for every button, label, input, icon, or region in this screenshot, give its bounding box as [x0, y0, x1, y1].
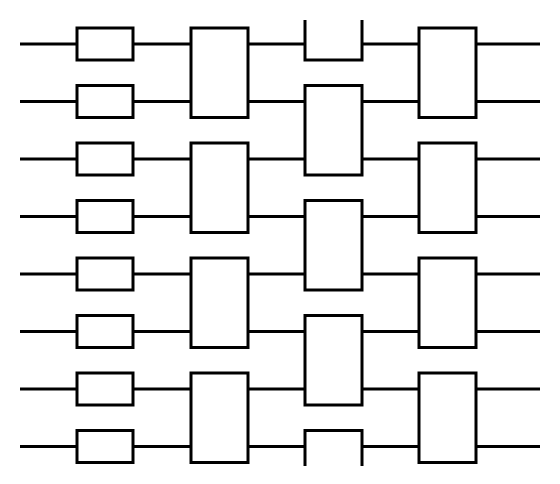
two-qubit-gate — [189, 141, 250, 234]
single-qubit-gate — [75, 256, 135, 292]
two-qubit-gate — [417, 371, 478, 464]
two-qubit-gate — [189, 26, 250, 119]
gates — [75, 20, 478, 466]
single-qubit-gate — [75, 141, 135, 177]
single-qubit-gate — [75, 429, 135, 464]
two-qubit-gate — [303, 84, 364, 177]
single-qubit-gate — [75, 84, 135, 119]
boundary-gate — [303, 20, 364, 62]
two-qubit-gate — [189, 256, 250, 349]
boundary-gate — [303, 429, 364, 466]
two-qubit-gate — [417, 141, 478, 234]
single-qubit-gate — [75, 371, 135, 407]
two-qubit-gate — [303, 314, 364, 407]
single-qubit-gate — [75, 199, 135, 234]
single-qubit-gate — [75, 314, 135, 349]
single-qubit-gate — [75, 26, 135, 62]
two-qubit-gate — [189, 371, 250, 464]
two-qubit-gate — [417, 26, 478, 119]
two-qubit-gate — [303, 199, 364, 292]
two-qubit-gate — [417, 256, 478, 349]
